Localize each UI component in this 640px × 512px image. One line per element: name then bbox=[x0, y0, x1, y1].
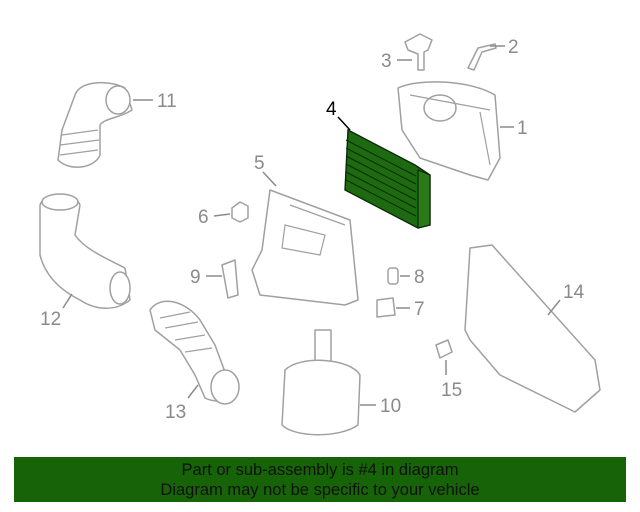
part-5-lower-housing[interactable] bbox=[251, 189, 359, 306]
callout-14: 14 bbox=[563, 282, 585, 303]
part-11-intake-hose[interactable] bbox=[57, 81, 133, 168]
callout-11: 11 bbox=[157, 91, 177, 112]
callout-7: 7 bbox=[414, 299, 425, 320]
callout-1: 1 bbox=[517, 118, 528, 139]
callout-6: 6 bbox=[198, 207, 209, 228]
callout-4: 4 bbox=[326, 99, 337, 120]
banner-part-note: Part or sub-assembly is #4 in diagram bbox=[181, 461, 459, 479]
part-4-air-filter[interactable] bbox=[344, 128, 431, 229]
callout-3: 3 bbox=[381, 51, 392, 72]
callout-10: 10 bbox=[380, 396, 401, 417]
part-15-clip[interactable] bbox=[435, 339, 453, 359]
callout-8: 8 bbox=[414, 267, 425, 288]
part-9-bracket[interactable] bbox=[221, 259, 239, 299]
part-8-grommet[interactable] bbox=[387, 267, 399, 285]
callout-2: 2 bbox=[508, 37, 519, 58]
part-12-air-duct[interactable] bbox=[39, 193, 131, 309]
callout-13: 13 bbox=[165, 402, 186, 423]
callout-12: 12 bbox=[40, 309, 61, 330]
info-banner: Part or sub-assembly is #4 in diagram Di… bbox=[14, 457, 626, 502]
part-1-upper-housing[interactable] bbox=[397, 81, 501, 181]
part-7-mount[interactable] bbox=[376, 297, 396, 318]
part-2-bracket[interactable] bbox=[467, 43, 497, 71]
part-13-hose[interactable] bbox=[149, 300, 240, 405]
callout-15: 15 bbox=[441, 380, 462, 401]
part-10-resonator[interactable] bbox=[281, 329, 361, 436]
banner-disclaimer: Diagram may not be specific to your vehi… bbox=[160, 481, 480, 499]
callout-9: 9 bbox=[190, 267, 201, 288]
part-14-duct[interactable] bbox=[464, 244, 601, 413]
callout-labels: 1 2 3 4 5 6 7 8 9 10 11 12 13 14 15 bbox=[40, 37, 585, 423]
part-3-sensor[interactable] bbox=[404, 33, 433, 71]
callout-5: 5 bbox=[254, 153, 265, 174]
part-6-clip[interactable] bbox=[231, 201, 249, 223]
